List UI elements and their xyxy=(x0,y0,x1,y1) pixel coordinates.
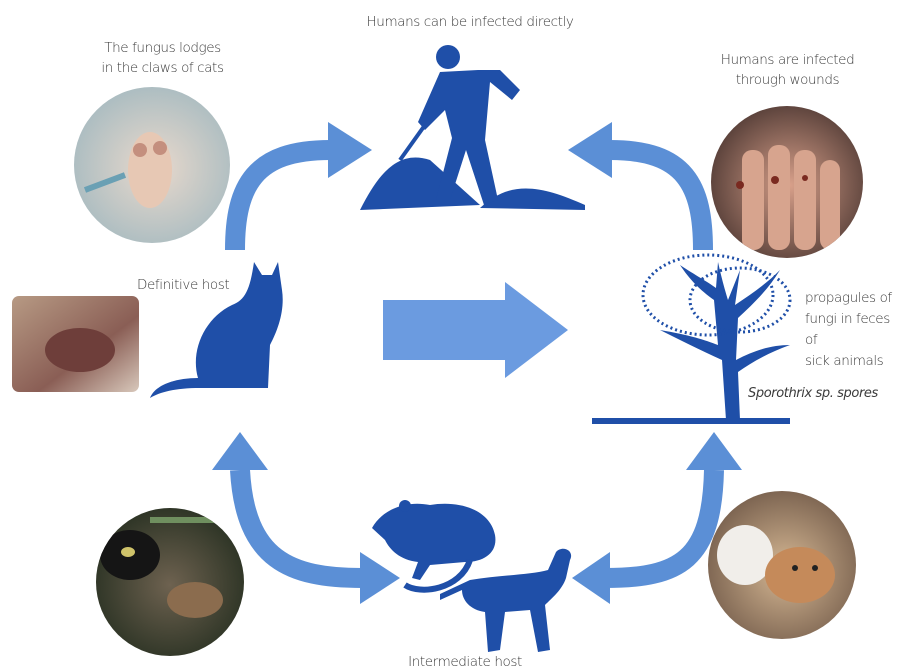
cat-icon xyxy=(150,262,283,398)
arrowhead-bottom-right-left xyxy=(572,552,610,604)
tree-icon xyxy=(592,253,792,424)
rat-icon xyxy=(372,500,496,593)
arrowhead-bottom-left-right xyxy=(360,552,400,604)
cat-and-rat-photo xyxy=(96,508,244,656)
label-humans-wounds: Humans are infected through wounds xyxy=(700,50,875,91)
arrow-intermediate-to-cat-left xyxy=(230,469,363,588)
label-humans-direct: Humans can be infected directly xyxy=(366,14,574,30)
kitten-and-chihuahua-photo xyxy=(708,491,856,639)
label-humans-wounds-line1: Humans are infected xyxy=(720,52,855,68)
dog-icon xyxy=(440,548,572,652)
label-propagules: propagules of fungi in feces of sick ani… xyxy=(805,288,900,372)
arrow-intermediate-to-tree xyxy=(604,469,724,588)
label-propagules-line1: propagules of xyxy=(805,290,892,306)
arrowhead-bottom-left-up xyxy=(212,432,268,470)
arrowhead-top-left xyxy=(328,122,372,178)
arrowhead-bottom-right-up xyxy=(686,432,742,470)
label-definitive-host: Definitive host xyxy=(137,277,230,293)
arrowhead-top-right xyxy=(568,122,612,178)
cat-ear-lesion-photo xyxy=(12,296,139,392)
label-intermediate-host: Intermediate host xyxy=(408,654,522,670)
label-fungus-claws-line2: in the claws of cats xyxy=(101,60,224,77)
hand-wounds-photo xyxy=(711,106,863,258)
label-propagules-line3: sick animals xyxy=(805,352,884,369)
label-propagules-line2: fungi in feces of xyxy=(805,310,890,348)
label-spores: Sporothrix sp. spores xyxy=(748,386,878,401)
cat-claws-photo xyxy=(74,87,230,243)
arrow-tree-to-human xyxy=(609,140,713,251)
arrow-cat-to-human xyxy=(225,140,331,251)
human-digging-icon xyxy=(360,45,585,210)
label-fungus-claws: The fungus lodges in the claws of cats xyxy=(70,38,255,79)
big-arrow-right xyxy=(383,282,568,378)
label-humans-wounds-line2: through wounds xyxy=(735,72,840,89)
label-fungus-claws-line1: The fungus lodges xyxy=(104,40,221,56)
